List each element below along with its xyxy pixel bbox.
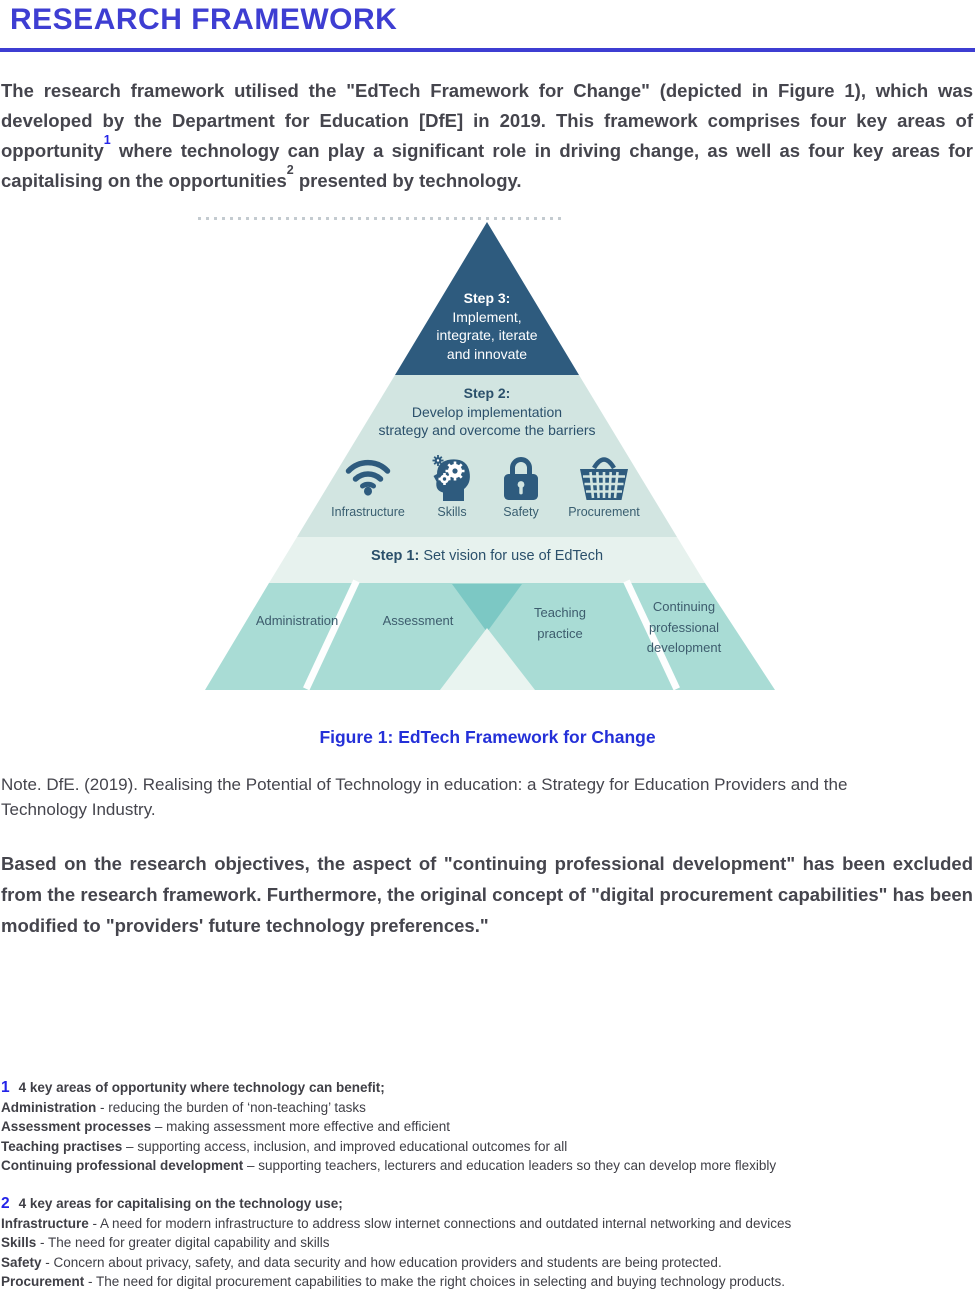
footnote-term: Administration — [1, 1099, 97, 1115]
footnote-sep: – — [243, 1158, 259, 1173]
safety-item: Safety — [466, 454, 576, 519]
note-text: Note. DfE. (2019). Realising the Potenti… — [1, 775, 848, 819]
footnote-term: Procurement — [1, 1274, 85, 1289]
framework-figure: Step 3: Implement, integrate, iterate an… — [193, 217, 790, 695]
intro-text-a: The research framework utilised the "EdT… — [1, 80, 973, 161]
footnote-term: Teaching practises — [1, 1138, 123, 1154]
intro-text-b: where technology can play a significant … — [1, 140, 973, 191]
footnote-sep: – — [122, 1138, 138, 1154]
footnote-block-1: 1 4 key areas of opportunity where techno… — [1, 1078, 776, 1176]
footnote-item: Administration - reducing the burden of … — [1, 1098, 776, 1118]
icon-label: Infrastructure — [331, 505, 405, 519]
step3-title: Step 3: — [463, 290, 511, 306]
step2-text: Step 2: Develop implementation strategy … — [347, 384, 627, 440]
title-underline — [0, 48, 975, 52]
icon-label: Procurement — [568, 505, 640, 519]
footnote-ref-1: 1 — [103, 132, 111, 147]
footnote-number: 1 — [1, 1079, 10, 1096]
step3-line: integrate, iterate — [436, 327, 538, 343]
second-paragraph: Based on the research objectives, the as… — [1, 853, 973, 936]
footnote-block-2: 2 4 key areas for capitalising on the tec… — [1, 1194, 791, 1292]
footnote-desc: A need for modern infrastructure to addr… — [100, 1215, 792, 1231]
footnote-ref-2: 2 — [286, 162, 294, 177]
footnote-heading-text: 4 key areas for capitalising on the tech… — [18, 1196, 343, 1211]
footnote-sep: - — [96, 1099, 109, 1115]
footnote-term: Continuing professional development — [1, 1158, 244, 1173]
page-title: RESEARCH FRAMEWORK — [10, 3, 398, 36]
footnote-item: Assessment processes – making assessment… — [1, 1117, 776, 1137]
footnote-sep: – — [151, 1119, 167, 1134]
step1-text: Step 1: Set vision for use of EdTech — [371, 547, 603, 566]
segment-teaching-practice: Teaching practice — [533, 605, 587, 641]
footnote-term: Assessment processes — [1, 1119, 152, 1134]
footnote-number: 2 — [1, 1195, 10, 1212]
step3-line: and innovate — [446, 345, 528, 362]
step3-text: Step 3: Implement, integrate, iterate an… — [347, 289, 627, 363]
footnote-sep: - — [36, 1235, 49, 1250]
footnote-desc: The need for digital procurement capabil… — [96, 1274, 785, 1289]
step2-line: Develop implementation — [411, 403, 563, 420]
footnote-desc: making assessment more effective and eff… — [166, 1119, 451, 1134]
footnote-desc: Concern about privacy, safety, and data … — [53, 1254, 722, 1270]
step1-bold: Step 1: — [370, 548, 420, 564]
segment-assessment: Assessment — [382, 613, 454, 628]
pyramid-step1-band — [269, 537, 705, 583]
footnote-desc: supporting access, inclusion, and improv… — [137, 1138, 568, 1154]
footnote-heading: 2 4 key areas for capitalising on the tec… — [1, 1194, 791, 1214]
head-gears-icon — [397, 454, 507, 502]
step2-line: strategy and overcome the barriers — [378, 422, 596, 438]
skills-item: Skills — [397, 454, 507, 519]
cropped-text-remnant — [198, 217, 566, 220]
footnote-item: Teaching practises – supporting access, … — [1, 1137, 776, 1157]
footnote-term: Safety — [1, 1254, 42, 1270]
footnote-item: Safety - Concern about privacy, safety, … — [1, 1253, 791, 1273]
segment-cpd: Continuing professional development — [646, 599, 722, 655]
footnote-item: Procurement - The need for digital procu… — [1, 1272, 791, 1292]
wifi-icon — [313, 454, 423, 502]
footnote-item: Continuing professional development – su… — [1, 1156, 776, 1176]
footnote-desc: The need for greater digital capability … — [48, 1235, 330, 1250]
footnote-term: Infrastructure — [1, 1215, 89, 1231]
shopping-basket-icon — [549, 454, 659, 502]
step1-rest: Set vision for use of EdTech — [419, 548, 604, 564]
footnote-sep: - — [41, 1254, 54, 1270]
step3-line: Implement, — [452, 308, 522, 325]
footnote-item: Infrastructure - A need for modern infra… — [1, 1214, 791, 1234]
footnote-desc: supporting teachers, lecturers and educa… — [258, 1158, 777, 1173]
figure-caption: Figure 1: EdTech Framework for Change — [319, 727, 656, 747]
footnote-sep: - — [84, 1274, 97, 1289]
footnote-term: Skills — [1, 1235, 37, 1250]
intro-paragraph: The research framework utilised the "EdT… — [1, 76, 973, 196]
step2-title: Step 2: — [463, 385, 511, 401]
icon-label: Safety — [503, 505, 539, 519]
icon-label: Skills — [437, 505, 467, 519]
infrastructure-item: Infrastructure — [313, 454, 423, 519]
procurement-item: Procurement — [549, 454, 659, 519]
footnote-heading-text: 4 key areas of opportunity where technol… — [18, 1080, 385, 1095]
footnote-sep: - — [88, 1215, 101, 1231]
footnote-heading: 1 4 key areas of opportunity where techno… — [1, 1078, 776, 1098]
footnote-item: Skills - The need for greater digital ca… — [1, 1233, 791, 1253]
intro-text-c: presented by technology. — [293, 170, 522, 191]
segment-administration: Administration — [255, 613, 339, 628]
padlock-icon — [466, 454, 576, 502]
footnote-desc: reducing the burden of ‘non-teaching’ ta… — [108, 1099, 366, 1115]
